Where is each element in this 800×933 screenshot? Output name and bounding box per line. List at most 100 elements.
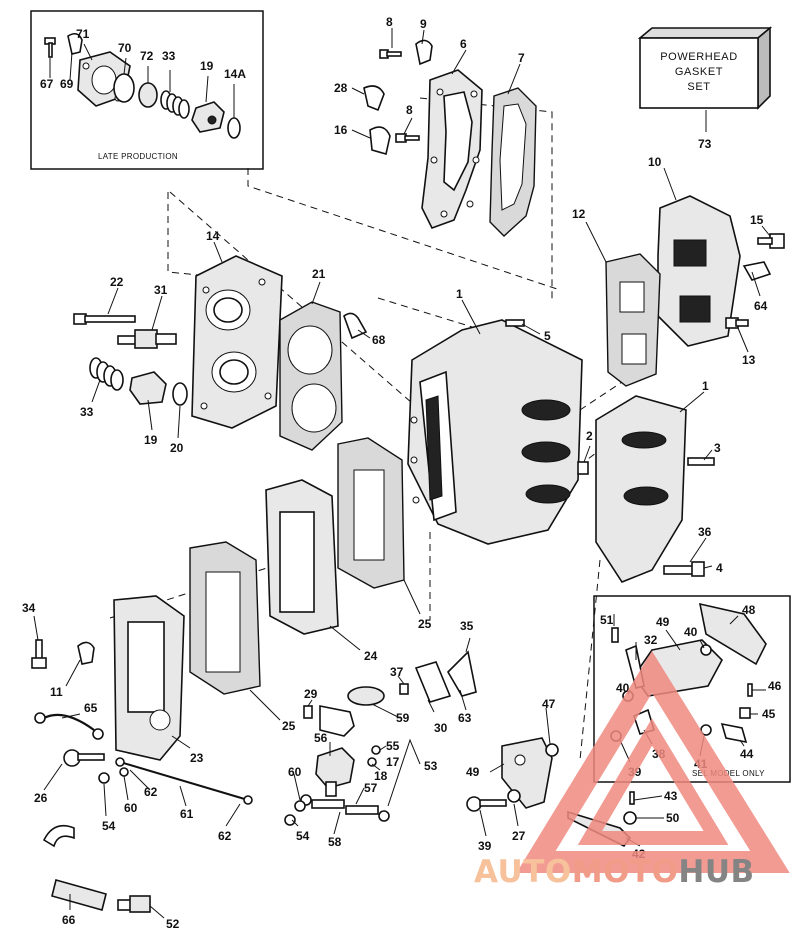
part-bracket-63 xyxy=(446,650,477,697)
part-nut-47 xyxy=(545,743,559,757)
sel-callout-51: 51 xyxy=(600,613,614,627)
callout-63: 63 xyxy=(458,711,472,725)
watermark-hub: HUB xyxy=(678,854,754,890)
part-nut-54c xyxy=(284,814,296,826)
part-bolt-39 xyxy=(466,796,507,812)
callout-66: 66 xyxy=(62,913,76,927)
gasket-set-box: POWERHEAD GASKET SET 73 xyxy=(637,26,773,151)
callout-11: 11 xyxy=(50,685,63,699)
part-bolt-13 xyxy=(725,317,749,329)
callout-43: 43 xyxy=(664,789,678,803)
callout-54b: 54 xyxy=(296,829,310,843)
inset-frame xyxy=(30,10,264,170)
callout-54a: 54 xyxy=(102,819,116,833)
watermark-auto: AUTO xyxy=(474,854,572,890)
part-nut-54 xyxy=(98,772,110,784)
part-cylinder-block-1 xyxy=(407,319,583,545)
sel-screw-41 xyxy=(700,724,712,736)
sel-model-caption: SEL MODEL ONLY xyxy=(692,769,765,778)
part-clip-64 xyxy=(742,261,772,281)
callout-20: 20 xyxy=(170,441,184,455)
gasket-set-line2: GASKET xyxy=(675,66,723,78)
callout-67: 69 xyxy=(60,77,74,91)
callout-70: 70 xyxy=(118,41,132,55)
part-sensor-56 xyxy=(315,747,355,797)
gasket-set-line3: SET xyxy=(687,81,710,93)
callout-57: 57 xyxy=(364,781,378,795)
inset-spring-33 xyxy=(160,90,190,119)
part-hose-66 xyxy=(42,824,107,911)
callout-3: 3 xyxy=(714,441,721,455)
callout-28: 28 xyxy=(334,81,348,95)
part-intake-manifold-10 xyxy=(657,195,741,347)
part-pin-43 xyxy=(629,791,635,805)
part-thermostat-19 xyxy=(129,371,167,405)
part-gasket-7 xyxy=(489,87,537,237)
callout-37: 37 xyxy=(390,665,404,679)
callout-10: 10 xyxy=(648,155,662,169)
callout-59: 59 xyxy=(396,711,410,725)
part-washer-20 xyxy=(172,382,188,406)
part-bracket-30 xyxy=(414,661,452,703)
automotohub-watermark: AUTOMOTOHUB xyxy=(474,651,790,890)
callout-29: 29 xyxy=(304,687,318,701)
callout-49: 49 xyxy=(466,765,480,779)
callout-15: 15 xyxy=(750,213,764,227)
callout-19-inset: 19 xyxy=(200,59,214,73)
sel-pin-46 xyxy=(747,683,753,697)
sel-nut-40a xyxy=(700,644,712,656)
part-screw-29 xyxy=(303,705,313,719)
callout-9: 9 xyxy=(420,17,427,31)
inset-oring-70 xyxy=(113,73,135,103)
callout-22: 22 xyxy=(110,275,124,289)
watermark-text: AUTOMOTOHUB xyxy=(474,854,755,890)
callout-61: 61 xyxy=(180,807,194,821)
callout-72: 72 xyxy=(140,49,154,63)
callout-7: 7 xyxy=(518,51,525,65)
callout-39: 39 xyxy=(478,839,492,853)
callout-53: 53 xyxy=(424,759,438,773)
part-bolt-36 xyxy=(663,561,705,577)
part-bushing-27 xyxy=(507,789,521,803)
part-clamp-28 xyxy=(363,85,385,112)
part-exhaust-cover-6 xyxy=(421,69,483,229)
part-bolt-26 xyxy=(63,749,105,767)
part-exhaust-cover-24 xyxy=(265,479,339,635)
inset-valve-19 xyxy=(191,101,225,133)
part-bolt-22 xyxy=(73,313,136,325)
part-bolt-8-lower xyxy=(395,133,420,143)
callout-16: 16 xyxy=(334,123,348,137)
part-gasket-12 xyxy=(605,253,661,387)
callout-1: 1 xyxy=(456,287,463,301)
sel-callout-48: 48 xyxy=(742,603,756,617)
callout-25b: 25 xyxy=(282,719,296,733)
inset-housing-71 xyxy=(77,51,131,107)
callout-65: 65 xyxy=(84,701,98,715)
callout-12: 12 xyxy=(572,207,586,221)
part-screw-55 xyxy=(371,745,381,755)
callout-13: 13 xyxy=(742,353,756,367)
part-grommet-59 xyxy=(347,686,385,706)
callout-52: 52 xyxy=(166,917,180,931)
callout-2: 2 xyxy=(586,429,593,443)
part-exhaust-cover-23 xyxy=(113,595,185,761)
callout-71: 71 xyxy=(76,27,90,41)
gasket-set-line1: POWERHEAD xyxy=(660,51,738,63)
part-clip-9 xyxy=(415,39,433,66)
callout-5: 5 xyxy=(544,329,551,343)
callout-73: 73 xyxy=(698,137,712,151)
part-head-gasket-21 xyxy=(279,301,343,451)
callout-leaders xyxy=(33,28,771,919)
callout-24: 24 xyxy=(364,649,378,663)
part-dowel-2 xyxy=(577,461,589,475)
callout-30: 30 xyxy=(434,721,448,735)
part-washer-60 xyxy=(119,767,129,777)
callout-labels: 8 9 6 7 28 8 16 10 12 15 64 13 14 21 68 … xyxy=(22,15,768,931)
part-bracket-53 xyxy=(319,705,355,737)
inset-clip-67 xyxy=(67,32,83,55)
callout-31: 31 xyxy=(154,283,168,297)
sel-callout-46: 46 xyxy=(768,679,782,693)
sel-callout-32: 32 xyxy=(644,633,658,647)
callout-33-inset: 33 xyxy=(162,49,176,63)
sel-callout-45: 45 xyxy=(762,707,776,721)
